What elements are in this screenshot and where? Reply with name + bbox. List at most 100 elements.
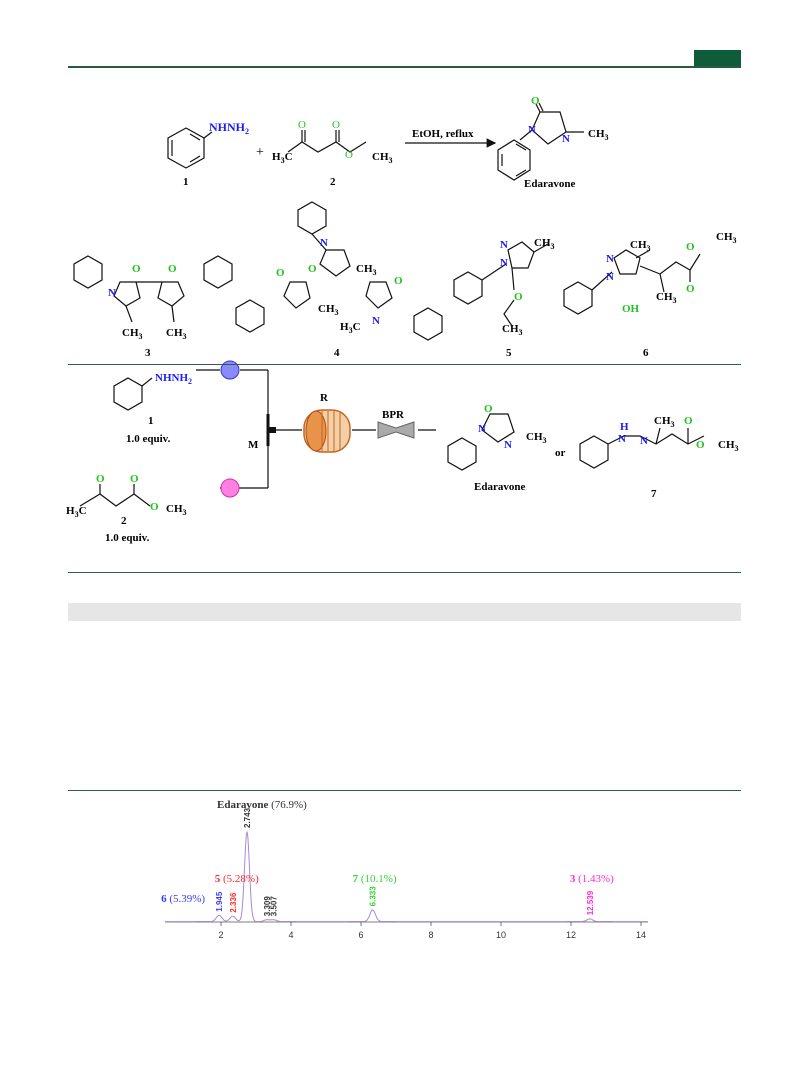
benzene-ring-1 [167, 127, 205, 169]
chromatogram-trace [165, 831, 648, 923]
bp3-ch3-right: CH3 [166, 327, 187, 341]
plus-sign: + [256, 145, 264, 160]
p7-number: 7 [651, 488, 657, 500]
x-tick-label: 10 [496, 930, 506, 940]
bp4-o-right: O [394, 275, 403, 287]
bp4-n-top: N [320, 237, 328, 249]
p7-ch3-right: CH3 [718, 439, 739, 453]
bp6-number: 6 [643, 347, 649, 359]
bp5-n-top: N [500, 239, 508, 251]
bp6-ch3-top: CH3 [630, 239, 651, 253]
reagent2-o1: O [298, 119, 306, 131]
product-name: Edaravone [524, 178, 575, 190]
p7-h: H [620, 421, 629, 433]
flow-product-o: O [484, 403, 493, 415]
peak-retention-time: 12.539 [586, 890, 595, 915]
flow-product-ch3: CH3 [526, 431, 547, 445]
peak-label: 6 (5.39%) [161, 893, 205, 905]
peak-label: Edaravone (76.9%) [217, 799, 307, 811]
reagent2-o2: O [332, 119, 340, 131]
bpr-icon [377, 421, 415, 439]
reaction-schemes: NHNH2 1 + O O O H3C CH3 2 EtOH, reflux O… [66, 95, 739, 544]
peak-retention-time: 1.945 [215, 891, 224, 912]
reagent1-group: NHNH2 [209, 120, 249, 136]
bp3-number: 3 [145, 347, 151, 359]
flow-reagent2-number: 2 [121, 515, 127, 527]
bp3-n: N [108, 287, 116, 299]
peak-retention-time: 2.336 [229, 892, 238, 913]
scheme-divider-1 [68, 364, 741, 365]
bp4-h3c: H3C [340, 321, 361, 335]
product-o: O [531, 95, 540, 107]
peak-label: 7 (10.1%) [353, 873, 397, 885]
bp3-o-right: O [168, 263, 177, 275]
flow-reagent1-equiv: 1.0 equiv. [126, 433, 171, 445]
p7-o2: O [696, 439, 705, 451]
peak-retention-time: 3.309 [263, 896, 272, 917]
peak-retention-time: 2.743 [243, 807, 252, 828]
bp4-o-left: O [276, 267, 285, 279]
journal-tab [694, 50, 741, 66]
x-tick-label: 12 [566, 930, 576, 940]
product-n1: N [528, 124, 536, 136]
pump-1-icon [220, 360, 240, 380]
flow-reagent2-ch3: CH3 [166, 503, 187, 517]
mixer-label: M [248, 439, 259, 451]
x-tick-label: 2 [218, 930, 223, 940]
reagent2-o3: O [345, 149, 353, 161]
bp4-o-top: O [308, 263, 317, 275]
flow-product-name: Edaravone [474, 481, 525, 493]
x-tick-label: 6 [358, 930, 363, 940]
bp6-ch3-mid: CH3 [656, 291, 677, 305]
flow-reagent2-h3c: H3C [66, 505, 87, 519]
x-tick-label: 14 [636, 930, 646, 940]
bp4-ch3-left: CH3 [318, 303, 339, 317]
bp6-n-top: N [606, 253, 614, 265]
chromatogram-divider [68, 790, 741, 791]
reagent2-number: 2 [330, 176, 336, 188]
bp3-o-left: O [132, 263, 141, 275]
bp5-ch3-bottom: CH3 [502, 323, 523, 337]
p7-n1: N [618, 433, 626, 445]
peak-retention-time: 6.333 [369, 886, 378, 907]
peak-label: 5 (5.28%) [215, 873, 259, 885]
pump-2-icon [220, 478, 240, 498]
bp6-ch3-right: CH3 [716, 231, 737, 245]
bp5-o: O [514, 291, 523, 303]
p7-ch3-top: CH3 [654, 415, 675, 429]
x-tick-label: 8 [428, 930, 433, 940]
or-label: or [555, 447, 566, 459]
flow-product-n1: N [478, 423, 486, 435]
scheme-divider-2 [68, 572, 741, 573]
product-n2: N [562, 133, 570, 145]
bp3-ch3-left: CH3 [122, 327, 143, 341]
bp6-oh: OH [622, 303, 640, 315]
flow-reagent2-o3: O [150, 501, 159, 513]
bp4-n-right: N [372, 315, 380, 327]
reactor-coil-icon [303, 409, 351, 453]
flow-reagent2-equiv: 1.0 equiv. [105, 532, 150, 544]
bp5-ch3-top: CH3 [534, 237, 555, 251]
bp4-ch3-top: CH3 [356, 263, 377, 277]
p7-o1: O [684, 415, 693, 427]
mixer-icon [268, 427, 276, 433]
bpr-label: BPR [382, 409, 405, 421]
flow-reagent2-o2: O [130, 473, 139, 485]
peak-retention-time: 3.507 [270, 896, 279, 917]
p7-n2: N [640, 435, 648, 447]
flow-reagent2-o1: O [96, 473, 105, 485]
reagent2-ch3: CH3 [372, 151, 393, 165]
flow-reagent1-group: NHNH2 [155, 372, 192, 386]
bp4-number: 4 [334, 347, 340, 359]
bp5-number: 5 [506, 347, 512, 359]
bp6-n: N [606, 271, 614, 283]
table-header-band [68, 603, 741, 621]
reagent2-h3c: H3C [272, 151, 293, 165]
flow-product-n2: N [504, 439, 512, 451]
header-rule [68, 66, 741, 68]
bp5-n: N [500, 257, 508, 269]
peak-label: 3 (1.43%) [570, 873, 614, 885]
reagent1-number: 1 [183, 176, 189, 188]
product-ch3: CH3 [588, 128, 609, 142]
